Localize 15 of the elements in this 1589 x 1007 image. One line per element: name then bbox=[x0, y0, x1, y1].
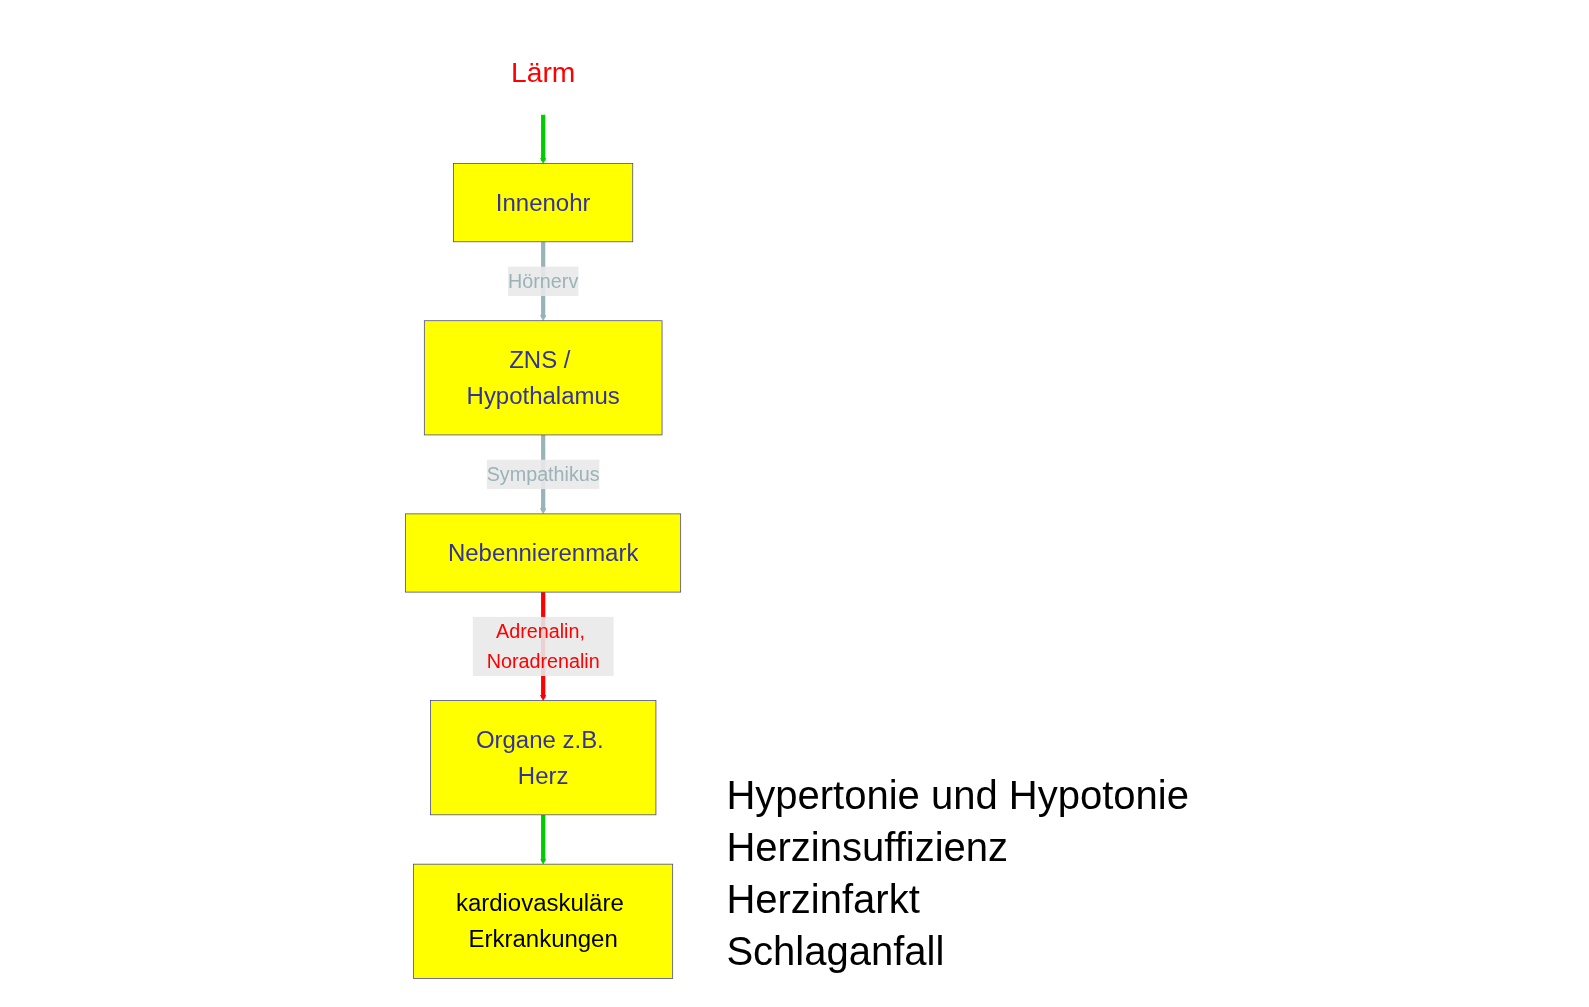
node-box: ZNS / Hypothalamus bbox=[424, 319, 663, 435]
edge-label: Hörnerv bbox=[508, 269, 579, 292]
arrow bbox=[540, 113, 547, 164]
note-text: Hypertonie und Hypotonie bbox=[726, 772, 1189, 819]
node-box: Organe z.B. Herz bbox=[430, 699, 657, 815]
edge-label: Adrenalin, Noradrenalin bbox=[486, 619, 600, 672]
note-text: Herzinfarkt bbox=[726, 876, 921, 923]
node-text: Lärm bbox=[511, 55, 576, 87]
note-text: Herzinsuffizienz bbox=[726, 824, 1009, 871]
edge-label: Sympathikus bbox=[486, 462, 600, 485]
node-box: Nebennierenmark bbox=[405, 513, 682, 592]
note-text: Schlaganfall bbox=[726, 928, 946, 975]
arrow bbox=[540, 814, 547, 864]
node-box: Innenohr bbox=[453, 162, 634, 242]
node-box: kardiovaskuläre Erkrankungen bbox=[413, 863, 674, 979]
